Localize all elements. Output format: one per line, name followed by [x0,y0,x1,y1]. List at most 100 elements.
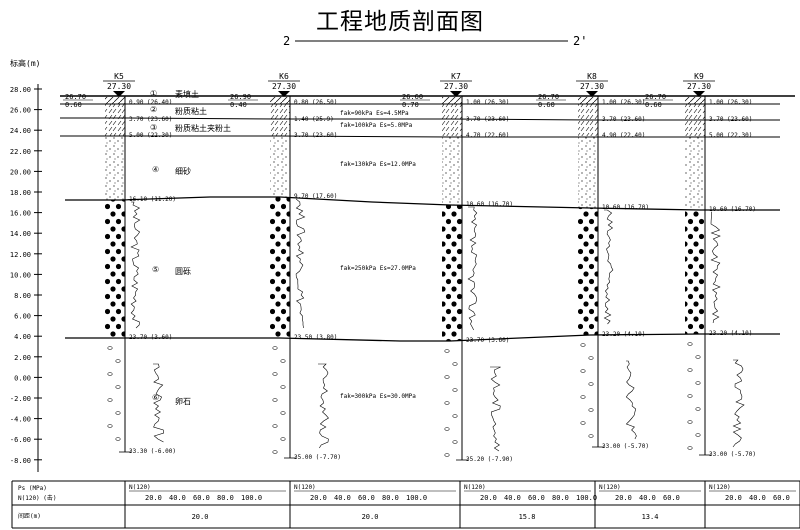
borehole-left-note: 0.60 [645,101,662,109]
scale-tick-label: 20.0 [310,494,327,502]
borehole-depth-note: 0.90 (26.40) [129,99,172,106]
borehole-left-note: 26.70 [65,93,86,101]
layer-param: fak=90kPa Es=4.5MPa [340,110,409,117]
scale-tick-label: 20.0 [615,494,632,502]
distance-value: 20.0 [362,513,379,521]
borehole-depth-note: 33.00 (-5.70) [602,443,649,450]
n120-curve [625,360,637,440]
layer-name: 圆砾 [175,266,191,276]
section-end-label: 2' [573,34,587,48]
n120-curve [603,209,614,325]
borehole-depth-note: 3.70 (23.60) [129,116,172,123]
borehole-left-note: 0.40 [230,101,247,109]
elevation-tick-label: 2.00 [14,354,31,362]
scale-tick-label: 40.0 [639,494,656,502]
borehole-depth-note: 5.00 (22.30) [709,132,752,139]
layer-no: ① [150,89,157,98]
borehole-depth-note: 33.00 (-5.70) [709,451,756,458]
elevation-tick-label: 22.00 [10,148,31,156]
layer-no: ④ [152,165,159,174]
layer-labels: ① 素填土 ② 粉质粘土 ③ 粉质粘土夹粉土 ④ 细砂 ⑤ 圆砾 ⑥ 卵石 [150,89,231,406]
elevation-tick-label: 16.00 [10,210,31,218]
water-level-icon [693,91,705,97]
borehole-depth-note: 5.00 (22.30) [129,132,172,139]
table-row1-label: Ps (MPa) [18,485,47,492]
distance-value: 15.8 [519,513,536,521]
water-level-icon [586,91,598,97]
borehole-depth-note: 10.60 (16.70) [466,201,513,208]
n120-curve [710,211,721,324]
scale-label: N(120) [129,484,151,491]
borehole-depth-note: 33.30 (-6.00) [129,448,176,455]
layer-name: 细砂 [175,166,191,176]
water-level-icon [278,91,290,97]
scale-label: N(120) [294,484,316,491]
layer-boundaries [60,103,780,342]
elevation-tick-label: 6.00 [14,313,31,321]
elevation-tick-label: 26.00 [10,107,31,115]
borehole-elevation: 27.30 [272,82,296,91]
n120-curve [295,198,306,329]
borehole-depth-note: 10.60 (16.70) [709,206,756,213]
scale-tick-label: 80.0 [382,494,399,502]
borehole-depth-note: 0.80 (26.50) [294,99,337,106]
elevation-tick-label: 14.00 [10,230,31,238]
elevation-tick-label: 20.00 [10,168,31,176]
layer-no: ⑥ [152,393,159,402]
borehole-depth-note: 1.00 (26.30) [466,99,509,106]
borehole-depth-note: 4.90 (22.40) [602,132,645,139]
n120-curve [130,201,141,329]
layer-parameters: fak=90kPa Es=4.5MPa fak=100kPa Es=5.0MPa… [340,110,416,400]
water-level-icon [450,91,462,97]
scale-tick-label: 40.0 [169,494,186,502]
layer-no: ② [150,105,157,114]
scale-tick-label: 100.0 [241,494,262,502]
borehole-depth-note: 35.00 (-7.70) [294,454,341,461]
borehole-elevation: 27.30 [107,82,131,91]
elevation-tick-label: 28.00 [10,86,31,94]
elevation-tick-label: 4.00 [14,333,31,341]
elevation-tick-label: -2.00 [10,395,31,403]
borehole-id: K9 [694,72,704,81]
layer-param: fak=130kPa Es=12.0MPa [340,161,416,168]
elevation-tick-label: 12.00 [10,251,31,259]
distance-value: 13.4 [642,513,659,521]
scale-label: N(120) [599,484,621,491]
borehole-elevation: 27.30 [444,82,468,91]
layer-name: 素填土 [175,89,199,99]
scale-tick-label: 20.0 [480,494,497,502]
borehole-left-note: 26.60 [402,93,423,101]
borehole-depth-note: 23.70 (3.60) [129,334,172,341]
scale-tick-label: 60.0 [663,494,680,502]
n120-curve [318,363,329,449]
n120-curve [732,359,745,448]
elevation-tick-label: -6.00 [10,436,31,444]
n120-curve [467,206,478,331]
borehole-id: K5 [114,72,124,81]
scale-tick-label: 60.0 [358,494,375,502]
drawing-title: 工程地质剖面图 [316,9,484,35]
table-row1-label2: N(120) (击) [18,494,57,502]
scale-tick-label: 40.0 [334,494,351,502]
borehole-id: K6 [279,72,289,81]
borehole-elevation: 27.30 [580,82,604,91]
distance-value: 20.0 [192,513,209,521]
borehole-depth-note: 16.10 (11.20) [129,196,176,203]
scale-tick-label: 60.0 [193,494,210,502]
borehole-left-note: 26.70 [645,93,666,101]
scale-tick-label: 60.0 [773,494,790,502]
borehole-depth-note: 3.70 (23.60) [709,116,752,123]
borehole-id: K8 [587,72,597,81]
elevation-tick-label: 8.00 [14,292,31,300]
borehole-depth-note: 23.50 (3.80) [294,334,337,341]
elevation-tick-label: 10.00 [10,271,31,279]
scale-tick-label: 100.0 [576,494,597,502]
